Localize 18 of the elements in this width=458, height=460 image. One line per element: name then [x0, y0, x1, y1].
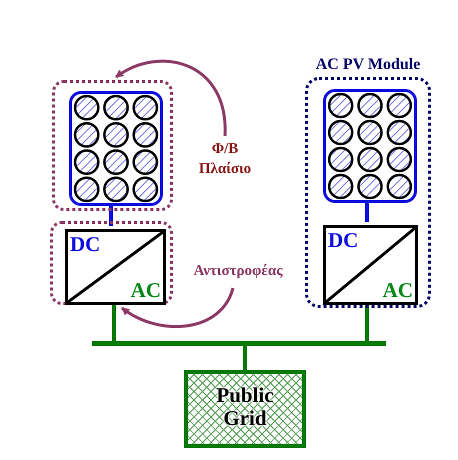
dotted-outline: [52, 80, 173, 211]
connector-line: [243, 346, 247, 370]
ac-label: AC: [382, 278, 413, 302]
dc-label: DC: [328, 229, 358, 252]
dotted-outline: [50, 221, 173, 305]
grid-box: [184, 370, 306, 448]
module-title: AC PV Module: [314, 56, 422, 74]
connector-line: [112, 302, 116, 341]
connector-line: [109, 203, 113, 226]
callout-label: Φ/Β Πλαίσιο: [185, 140, 265, 182]
curved-arrow: [121, 287, 234, 328]
curved-arrow: [115, 60, 226, 136]
ac-label: AC: [130, 278, 161, 302]
connector-line: [365, 302, 369, 341]
callout-label: Αντιστροφέας: [176, 262, 300, 284]
dc-label: DC: [70, 233, 100, 256]
bus-bar: [92, 341, 386, 346]
connector-line: [365, 200, 369, 222]
